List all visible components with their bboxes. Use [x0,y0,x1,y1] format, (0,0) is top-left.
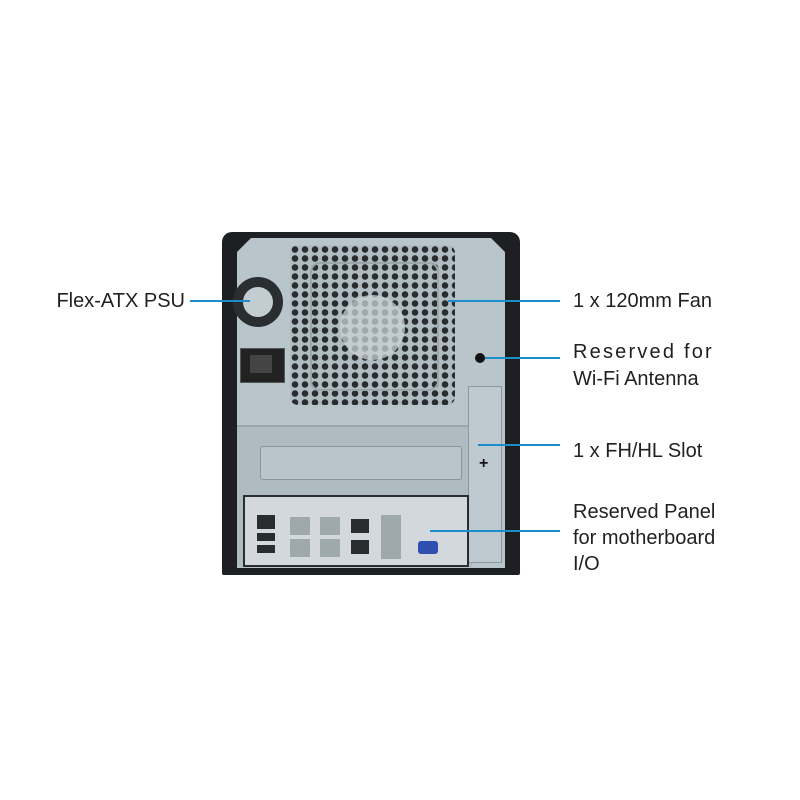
knockout [290,517,310,535]
psu-fan-hub [243,287,273,317]
antenna-hole [475,353,485,363]
fan-label: 1 x 120mm Fan [573,290,712,312]
vga-port-icon [418,541,438,554]
power-socket-pins [250,355,272,373]
knockout [381,515,401,559]
usb-port-icon [257,533,275,541]
slot-cover [260,446,462,480]
fan-mount [310,262,439,391]
antenna-label-line1: Reserved for [573,341,714,363]
slot-label: 1 x FH/HL Slot [573,440,703,462]
io-leader-line [430,530,560,532]
fan-leader-line [448,300,560,302]
io-label-line2: for motherboard [573,527,716,549]
ethernet-port-icon [257,515,275,529]
usb-port-icon [257,545,275,553]
io-label-line1: Reserved Panel [573,501,716,523]
ethernet-port-icon [351,519,369,533]
io-label-line3: I/O [573,553,600,575]
plus-icon: + [479,455,489,472]
knockout [320,539,340,557]
fan-hub [340,295,405,360]
slot-leader-line [478,444,560,446]
ethernet-port-icon [351,540,369,554]
knockout [290,539,310,557]
psu-leader-line [190,300,250,302]
antenna-leader-line [485,357,560,359]
antenna-label-line2: Wi-Fi Antenna [573,368,699,390]
expansion-slot-bracket: + [468,386,502,563]
knockout [320,517,340,535]
psu-label: Flex-ATX PSU [56,290,185,312]
